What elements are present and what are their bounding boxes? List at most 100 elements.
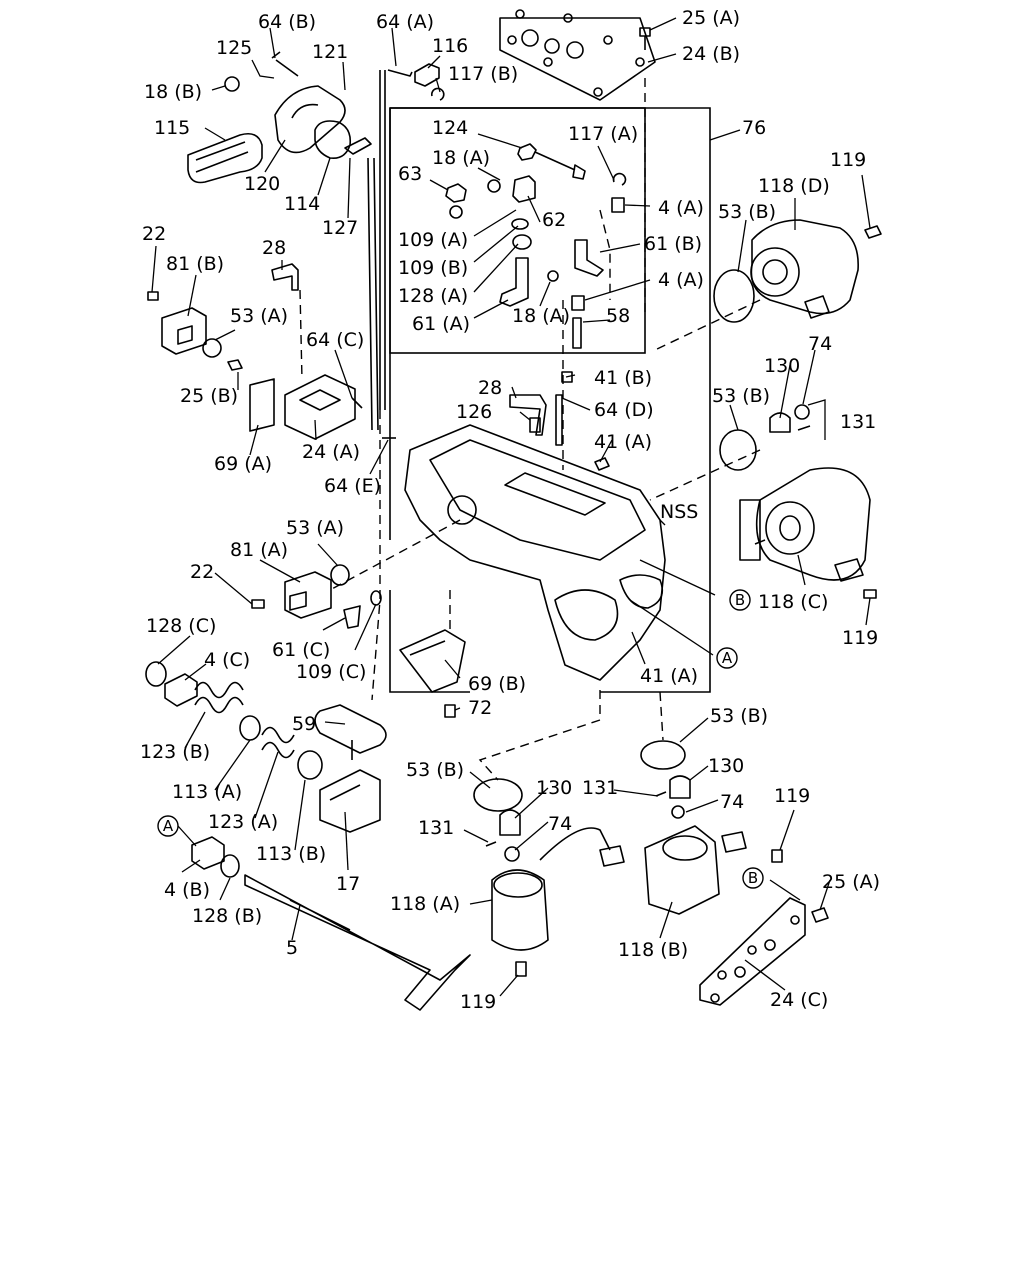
label-18b: 18 (B) [144, 81, 202, 103]
leader-lines [151, 17, 871, 997]
label-109b: 109 (B) [398, 257, 468, 279]
label-25a-bot: 25 (A) [822, 871, 880, 893]
sleeve-59 [314, 704, 387, 760]
collar-4c [164, 673, 198, 707]
svg-text:B: B [748, 869, 758, 887]
label-63: 63 [398, 163, 422, 185]
case-boss [447, 495, 477, 525]
pipe-28-left [271, 263, 299, 291]
bush-116 [414, 63, 440, 87]
label-128b: 128 (B) [192, 905, 262, 927]
oring-74-right [671, 805, 685, 819]
rod-124 [517, 143, 586, 180]
motor-118b-top [662, 835, 708, 861]
label-25b: 25 (B) [180, 385, 238, 407]
label-4b: 4 (B) [164, 879, 210, 901]
oring-53b-2 [719, 429, 757, 471]
clip-117a [612, 172, 627, 186]
bush-128a [512, 234, 532, 250]
label-18a-mid: 18 (A) [512, 305, 570, 327]
housing-24a [284, 374, 356, 440]
label-4c: 4 (C) [204, 649, 250, 671]
label-53b-4: 53 (B) [710, 705, 768, 727]
washer-109b [511, 218, 529, 230]
bolt-119-mid [863, 589, 877, 599]
spring-123a [261, 726, 295, 759]
label-130-mid: 130 [536, 777, 572, 799]
lever-61b [574, 239, 604, 277]
marker-a-right: A [716, 647, 738, 669]
spring-123b [194, 681, 244, 714]
label-119-right: 119 [774, 785, 810, 807]
oring-53a-mid [330, 564, 350, 586]
motor-118a-cable [539, 827, 611, 861]
label-22-mid: 22 [190, 561, 214, 583]
label-125: 125 [216, 37, 252, 59]
motor-118a-connector [599, 845, 625, 867]
sensor-130-right [669, 775, 691, 799]
label-119-bot: 119 [460, 991, 496, 1013]
oring-74-top [794, 404, 810, 420]
label-126: 126 [456, 401, 492, 423]
motor-118b-connector [721, 831, 747, 853]
label-131-top: 131 [840, 411, 876, 433]
label-117b: 117 (B) [448, 63, 518, 85]
label-22-top: 22 [142, 223, 166, 245]
label-118a: 118 (A) [390, 893, 460, 915]
label-114: 114 [284, 193, 320, 215]
label-81a: 81 (A) [230, 539, 288, 561]
label-61b: 61 (B) [644, 233, 702, 255]
bolt-119-top [864, 225, 882, 239]
motor-118a [491, 869, 549, 951]
label-53a-top: 53 (A) [230, 305, 288, 327]
plug-4a-2 [571, 295, 585, 311]
label-17: 17 [336, 873, 360, 895]
pin-64c [351, 397, 363, 409]
oring-74-mid [504, 846, 520, 862]
case-port-2 [619, 574, 664, 609]
bush-128b [220, 854, 240, 878]
label-62: 62 [542, 209, 566, 231]
motor-118c-connector [834, 558, 864, 582]
oring-53a-top [202, 338, 222, 358]
oring-53b-1 [713, 269, 755, 323]
label-109c: 109 (C) [296, 661, 366, 683]
washer-109a [449, 205, 463, 219]
bolt-72 [444, 704, 456, 718]
bolt-126 [529, 417, 541, 433]
label-64d: 64 (D) [594, 399, 654, 421]
plate-69a [249, 378, 275, 432]
oring-53b-4 [640, 740, 686, 770]
bolt-22-mid [251, 599, 265, 609]
label-116: 116 [432, 35, 468, 57]
label-64a: 64 (A) [376, 11, 434, 33]
pin-64d [555, 394, 563, 446]
label-81b: 81 (B) [166, 253, 224, 275]
bolt-41b [561, 371, 573, 383]
label-59: 59 [292, 713, 316, 735]
label-nss: NSS [660, 501, 698, 523]
bolt-119-right [771, 849, 783, 863]
label-25a-top: 25 (A) [682, 7, 740, 29]
label-53a-mid: 53 (A) [286, 517, 344, 539]
label-115: 115 [154, 117, 190, 139]
motor-118a-top [493, 872, 543, 898]
nut-18a-mid [547, 270, 559, 282]
label-130-top: 130 [764, 355, 800, 377]
main-case [404, 424, 666, 681]
washer-113b [297, 750, 323, 780]
cover-24b [499, 17, 656, 101]
bolt-41a-1 [594, 457, 610, 471]
motor-118d-flange [750, 247, 800, 297]
label-64e: 64 (E) [324, 475, 381, 497]
case-port [554, 589, 619, 641]
motor-118c [755, 467, 871, 581]
label-69a: 69 (A) [214, 453, 272, 475]
bracket-120 [274, 85, 346, 154]
motor-118c-bracket [739, 499, 761, 561]
label-69b: 69 (B) [468, 673, 526, 695]
label-121: 121 [312, 41, 348, 63]
label-74-top: 74 [808, 333, 832, 355]
fork-17 [319, 769, 381, 833]
sensor-130-mid [499, 809, 521, 836]
